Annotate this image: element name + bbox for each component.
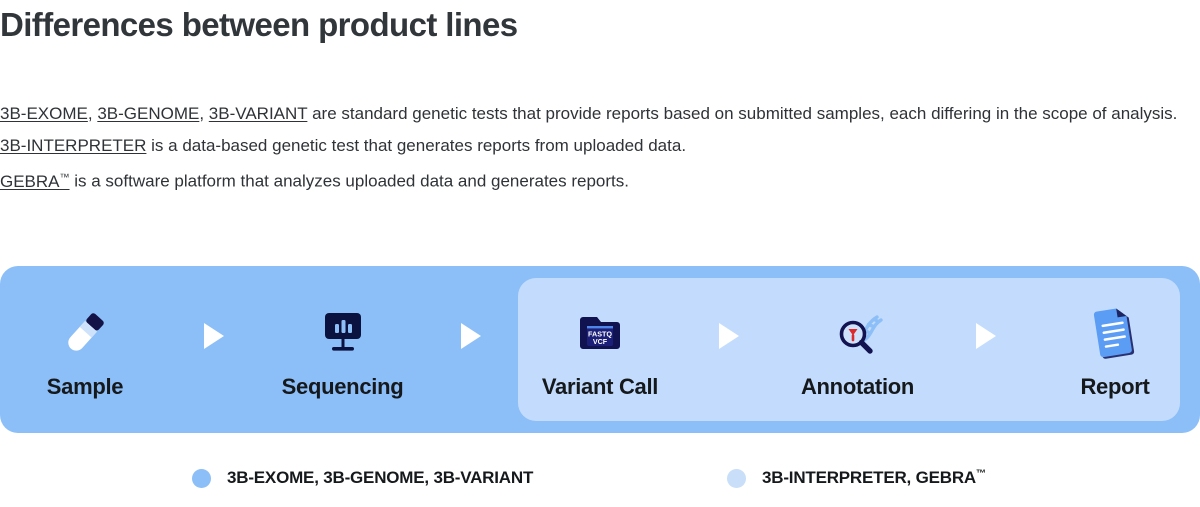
link-3b-genome[interactable]: 3B-GENOME [97,104,200,123]
description-line-2: 3B-INTERPRETER is a data-based genetic t… [0,130,1190,162]
legend-label-standard-tests: 3B-EXOME, 3B-GENOME, 3B-VARIANT [227,468,534,487]
sep-2: , [199,104,209,123]
file-label-fastq: FASTQ [588,329,612,338]
step-label-report: Report [1080,373,1150,399]
triangle-right-icon-1 [156,322,272,349]
step-label-annotation: Annotation [800,373,915,399]
legend-item-data-based: 3B-INTERPRETER, GEBRA™ [727,468,986,488]
legend-dot-icon-primary [192,468,211,488]
pipeline-steps: Sample Sequencing [0,266,1200,433]
step-label-variant-call: Variant Call [541,373,659,399]
step-label-sample: Sample [46,373,124,399]
link-3b-exome[interactable]: 3B-EXOME [0,104,88,123]
step-label-sequencing: Sequencing [281,373,404,399]
description-line-1: 3B-EXOME, 3B-GENOME, 3B-VARIANT are stan… [0,98,1190,130]
link-3b-variant[interactable]: 3B-VARIANT [208,104,308,123]
pipeline-step-annotation[interactable]: Annotation [787,300,929,400]
test-tube-icon [54,300,116,366]
triangle-right-icon-4 [929,322,1045,349]
document-icon [1086,300,1144,366]
description-line-3-tail: is a software platform that analyzes upl… [69,171,629,191]
pipeline-step-sample[interactable]: Sample [14,300,156,400]
file-label-vcf: VCF [593,337,608,346]
description-line-1-tail: are standard genetic tests that provide … [307,104,1178,123]
triangle-right-icon-2 [414,322,530,349]
file-folder-icon: FASTQ VCF [573,300,627,366]
legend-trademark-symbol: ™ [976,468,986,480]
pipeline-band: Sample Sequencing [0,266,1200,433]
monitor-chart-icon [314,300,372,366]
description-block: 3B-EXOME, 3B-GENOME, 3B-VARIANT are stan… [0,98,1190,198]
pipeline-step-report[interactable]: Report [1044,300,1186,400]
pipeline-inner-region [518,278,1180,421]
link-gebra-label: GEBRA [0,171,60,191]
legend-item-standard-tests: 3B-EXOME, 3B-GENOME, 3B-VARIANT [192,468,533,488]
triangle-right-icon-3 [671,322,787,349]
description-line-3: GEBRA™ is a software platform that analy… [0,162,1190,198]
sep-1: , [87,104,98,123]
legend-label-data-based-text: 3B-INTERPRETER, GEBRA [762,468,976,487]
legend-label-data-based: 3B-INTERPRETER, GEBRA™ [762,468,986,488]
page-title: Differences between product lines [0,6,518,43]
link-gebra[interactable]: GEBRA™ [0,172,70,191]
magnifier-dna-icon [827,300,889,366]
description-line-2-tail: is a data-based genetic test that genera… [146,136,687,155]
trademark-symbol: ™ [59,172,70,183]
link-3b-interpreter[interactable]: 3B-INTERPRETER [0,136,147,155]
legend-dot-icon-secondary [727,468,746,488]
pipeline-step-variant-call[interactable]: FASTQ VCF Variant Call [529,300,671,400]
pipeline-step-sequencing[interactable]: Sequencing [272,300,414,400]
